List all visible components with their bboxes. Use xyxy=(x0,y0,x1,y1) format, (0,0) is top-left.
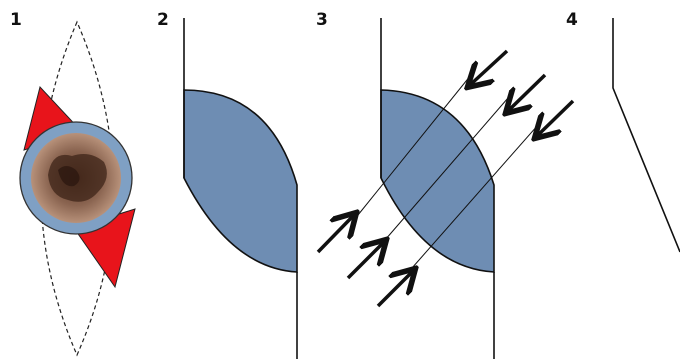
tissue-block xyxy=(183,89,298,273)
panel-3-cuts xyxy=(316,18,575,359)
arrow-right-3 xyxy=(537,99,575,136)
ellipse-outline xyxy=(40,20,114,357)
arrow-right-1 xyxy=(470,49,509,85)
elliptical-excision-icon xyxy=(19,20,136,357)
step-1-label: 1 xyxy=(10,10,22,30)
step-4-label: 4 xyxy=(566,10,578,30)
arrow-left-2 xyxy=(346,242,384,280)
tissue-block-3 xyxy=(380,89,495,273)
panel-2-section xyxy=(183,18,298,359)
cut-line-2 xyxy=(384,97,509,241)
lesion-pigment-blotch xyxy=(58,166,80,187)
panel-4-closure xyxy=(612,18,680,253)
panel-1-excision xyxy=(19,20,136,357)
closed-wound-edge-icon xyxy=(612,18,680,253)
incoming-arrows-icon xyxy=(316,49,575,308)
arrow-left-3 xyxy=(376,271,413,308)
arrow-right-2 xyxy=(508,73,547,111)
step-3-label: 3 xyxy=(316,10,328,30)
step-2-label: 2 xyxy=(157,10,169,30)
arrow-left-1 xyxy=(316,215,354,254)
tissue-section-icon xyxy=(183,18,298,359)
cut-line-3 xyxy=(411,124,539,269)
cut-line-1 xyxy=(357,69,476,216)
